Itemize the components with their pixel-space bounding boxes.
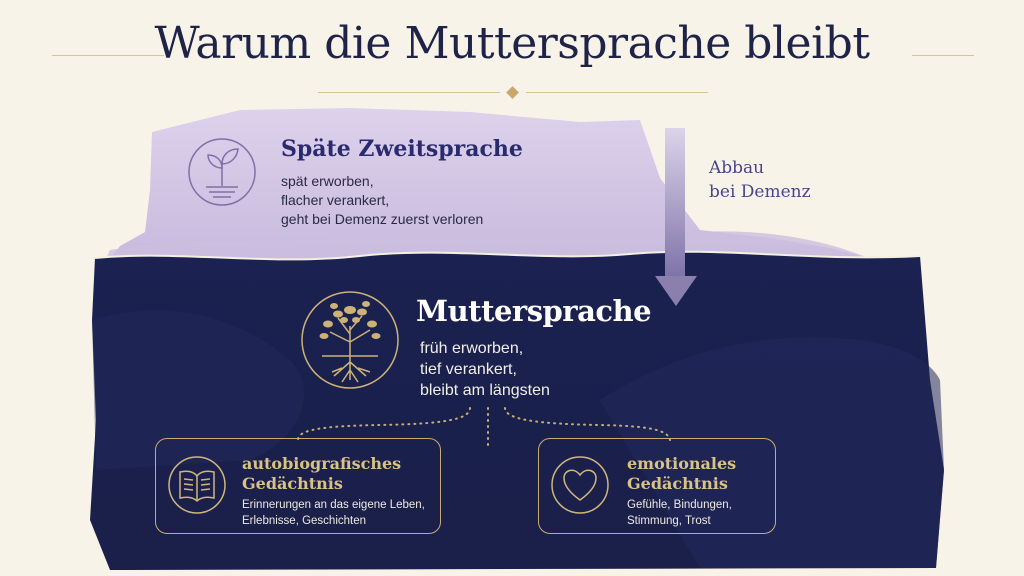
dementia-decline-label: Abbau bei Demenz [709,158,811,202]
card-title: emotionales Gedächtnis [627,454,737,493]
emotional-memory-card: emotionales Gedächtnis Gefühle, Bindunge… [538,438,776,534]
down-arrow-icon [655,128,697,306]
card-title: autobiografisches Gedächtnis [242,454,402,493]
second-language-title: Späte Zweitsprache [281,136,523,162]
second-language-description: spät erworben, flacher verankert, geht b… [281,173,484,227]
connector-lines [297,407,671,451]
page-title: Warum die Muttersprache bleibt [154,18,870,69]
native-language-title: Muttersprache [416,294,652,328]
heart-icon [551,456,609,514]
autobiographical-memory-card: autobiografisches Gedächtnis Erinnerunge… [155,438,441,534]
card-description: Erinnerungen an das eigene Leben, Erlebn… [242,499,425,527]
title-underline-left [318,92,500,93]
sprout-icon [188,138,256,206]
tree-roots-icon [301,291,399,389]
native-language-description: früh erworben, tief verankert, bleibt am… [420,340,550,399]
title-rule-left [52,55,164,56]
card-description: Gefühle, Bindungen, Stimmung, Trost [627,499,732,527]
waterline [94,250,921,261]
title-rule-right [912,55,974,56]
open-book-icon [168,456,226,514]
title-underline-right [526,92,708,93]
